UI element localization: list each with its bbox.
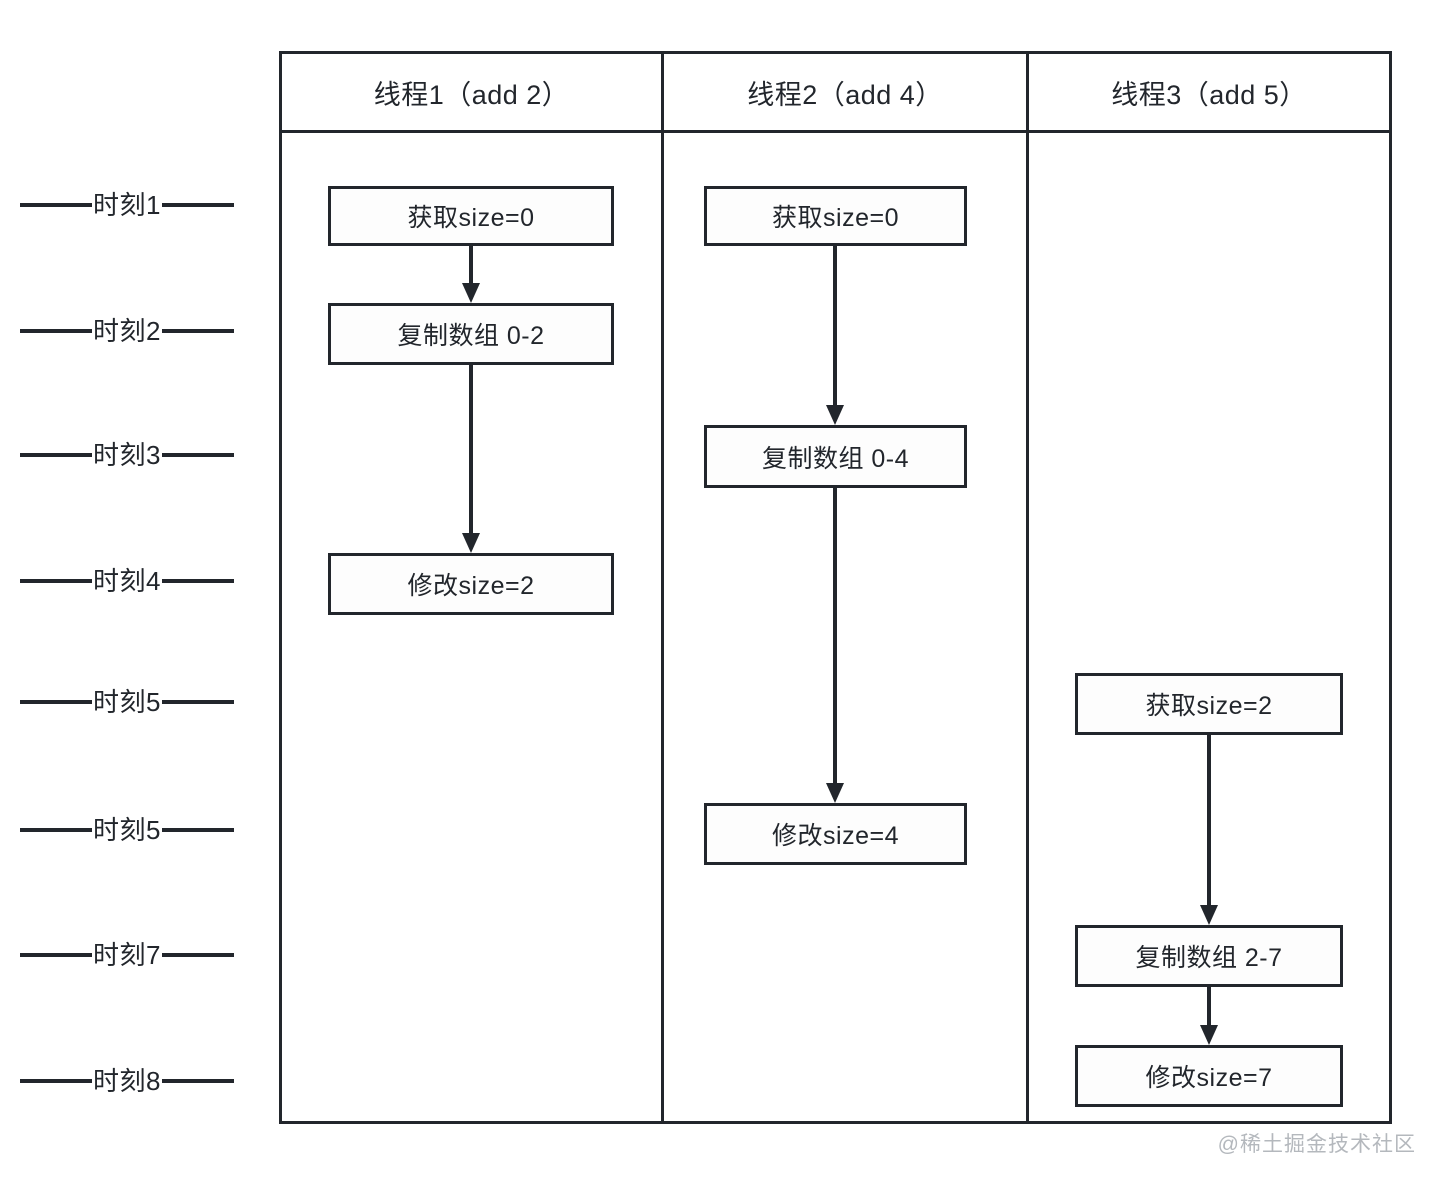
step-box: 获取size=0 xyxy=(328,186,614,246)
step-box: 修改size=4 xyxy=(704,803,967,865)
step-box: 复制数组 0-4 xyxy=(704,425,967,488)
timeline-tick: 时刻2 xyxy=(20,314,234,348)
timeline-rule-left xyxy=(20,700,93,704)
step-box: 获取size=2 xyxy=(1075,673,1343,735)
step-box: 复制数组 2-7 xyxy=(1075,925,1343,987)
timeline-tick-label: 时刻2 xyxy=(93,316,161,346)
column-body-thread-3: 获取size=2 复制数组 2-7 修改size=7 xyxy=(1029,133,1389,1121)
timeline-rule-right xyxy=(161,828,234,832)
timeline-tick: 时刻7 xyxy=(20,938,234,972)
step-box: 修改size=2 xyxy=(328,553,614,615)
timeline-rule-right xyxy=(161,203,234,207)
flow-arrow-icon xyxy=(822,246,848,425)
flow-arrow-icon xyxy=(458,246,484,303)
watermark: @稀土掘金技术社区 xyxy=(1217,1133,1416,1156)
timeline-rule-right xyxy=(161,329,234,333)
timeline-tick-label: 时刻1 xyxy=(93,190,161,220)
flow-arrow-icon xyxy=(1196,735,1222,925)
timeline-tick-label: 时刻5 xyxy=(93,687,161,717)
timeline-tick-label: 时刻7 xyxy=(93,940,161,970)
timeline-tick: 时刻5 xyxy=(20,685,234,719)
timeline-tick: 时刻4 xyxy=(20,564,234,598)
timeline-tick-label: 时刻8 xyxy=(93,1066,161,1096)
timeline-rule-left xyxy=(20,329,93,333)
threads-table-header: 线程1（add 2） 线程2（add 4） 线程3（add 5） xyxy=(282,54,1389,133)
timeline-rule-left xyxy=(20,828,93,832)
timeline-rule-right xyxy=(161,700,234,704)
timeline-rule-right xyxy=(161,953,234,957)
timeline-axis: 时刻1 时刻2 时刻3 时刻4 时刻5 时刻5 时刻7 时刻8 xyxy=(0,0,250,1186)
timeline-rule-right xyxy=(161,1079,234,1083)
timeline-rule-left xyxy=(20,953,93,957)
flow-arrow-icon xyxy=(458,365,484,553)
column-header-thread-1: 线程1（add 2） xyxy=(282,54,664,130)
step-box: 复制数组 0-2 xyxy=(328,303,614,365)
timeline-tick-label: 时刻4 xyxy=(93,566,161,596)
flow-arrow-icon xyxy=(822,488,848,803)
timeline-tick: 时刻5 xyxy=(20,813,234,847)
timeline-rule-right xyxy=(161,579,234,583)
flow-arrow-icon xyxy=(1196,987,1222,1045)
timeline-rule-left xyxy=(20,453,93,457)
timeline-tick: 时刻1 xyxy=(20,188,234,222)
column-body-thread-1: 获取size=0 复制数组 0-2 修改size=2 xyxy=(282,133,664,1121)
column-header-thread-3: 线程3（add 5） xyxy=(1111,79,1307,110)
timeline-rule-right xyxy=(161,453,234,457)
timeline-tick-label: 时刻3 xyxy=(93,440,161,470)
timeline-rule-left xyxy=(20,579,93,583)
timeline-rule-left xyxy=(20,1079,93,1083)
timeline-tick-label: 时刻5 xyxy=(93,815,161,845)
timeline-tick: 时刻8 xyxy=(20,1064,234,1098)
threads-table-body: 获取size=0 复制数组 0-2 修改size=2 获取size=0 复制数组 0-… xyxy=(282,133,1389,1121)
timeline-tick: 时刻3 xyxy=(20,438,234,472)
column-body-thread-2: 获取size=0 复制数组 0-4 修改size=4 xyxy=(664,133,1029,1121)
step-box: 获取size=0 xyxy=(704,186,967,246)
column-header-thread-2: 线程2（add 4） xyxy=(664,54,1029,130)
timeline-rule-left xyxy=(20,203,93,207)
step-box: 修改size=7 xyxy=(1075,1045,1343,1107)
threads-table: 线程1（add 2） 线程2（add 4） 线程3（add 5） 获取size=… xyxy=(279,51,1392,1124)
